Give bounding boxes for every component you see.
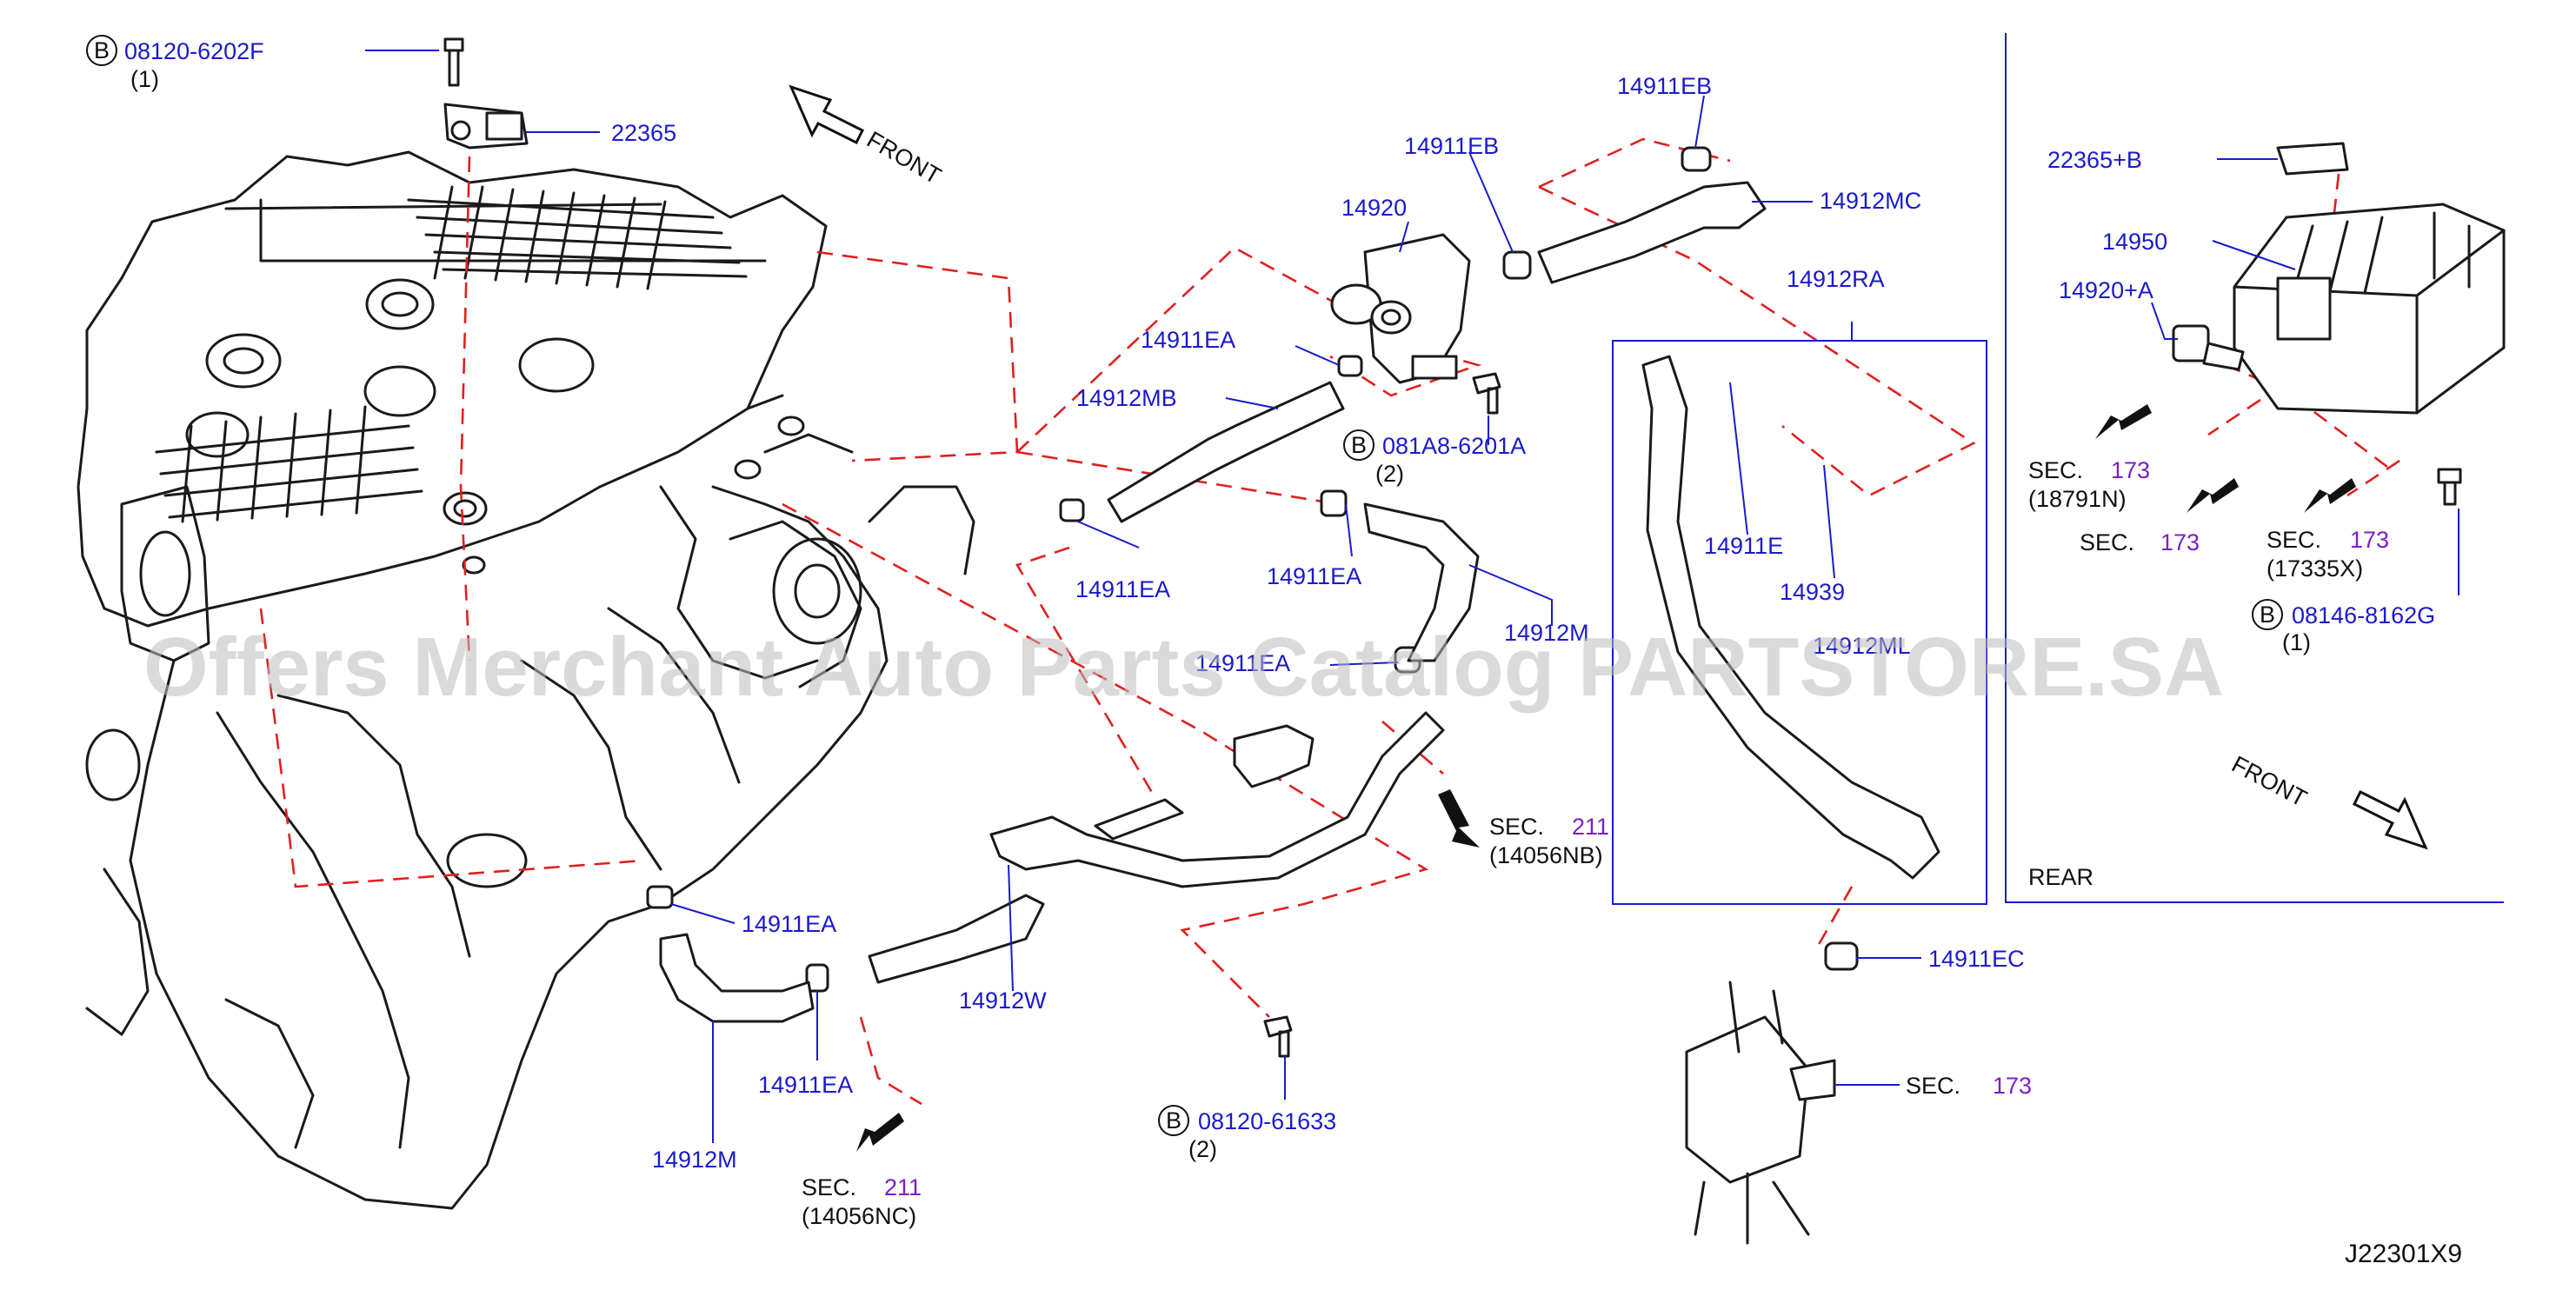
arrow-icon [856, 1113, 904, 1152]
label-clamp-eb-top[interactable]: 14911EB [1617, 73, 1712, 99]
label-bolt-right[interactable]: 08146-8162G [2292, 602, 2435, 628]
label-valve-a[interactable]: 14920+A [2059, 277, 2153, 303]
watermark: Offers Merchant Auto Parts Catalog PARTS… [143, 621, 2224, 714]
arrow-icon [2095, 404, 2152, 439]
label-sec-173-r1-num[interactable]: 173 [2111, 457, 2150, 483]
label-front-right: FRONT [2227, 751, 2311, 812]
label-clamp-ec[interactable]: 14911EC [1928, 946, 2025, 972]
b-marker-circle [1158, 1105, 1189, 1136]
label-hose-mc[interactable]: 14912MC [1820, 188, 1921, 214]
label-sec-173-r3: SEC. [2266, 527, 2321, 553]
label-sec-211-a-num[interactable]: 211 [1572, 814, 1609, 840]
label-clamp-eb[interactable]: 14911EB [1404, 133, 1499, 159]
label-sec-173-r2: SEC. [2080, 529, 2134, 555]
label-sec-173-r3-ref: (17335X) [2266, 555, 2363, 582]
label-bolt-mid[interactable]: 081A8-6201A [1382, 433, 1526, 459]
label-sensor[interactable]: 22365 [611, 120, 676, 146]
label-sec-211-a-ref: (14056NB) [1489, 842, 1603, 868]
b-markers: B B B B [86, 35, 2283, 1136]
label-sec-211-b-ref: (14056NC) [802, 1203, 916, 1229]
label-hose-m[interactable]: 14912M [652, 1147, 737, 1173]
label-front-left: FRONT [862, 126, 946, 189]
b-marker: B [2260, 602, 2275, 628]
label-rear: REAR [2028, 864, 2093, 890]
label-sec-173-mid-num[interactable]: 173 [1993, 1073, 2032, 1099]
label-bolt-top-qty: (1) [130, 66, 159, 92]
label-bolt-mid-qty: (2) [1375, 461, 1404, 487]
label-clamp-ea-3[interactable]: 14911EA [1267, 563, 1361, 589]
label-sec-173-r1-ref: (18791N) [2028, 486, 2127, 512]
parts [443, 37, 2506, 1245]
label-sec-173-r3-num[interactable]: 173 [2350, 527, 2389, 553]
label-clamp-ea-5[interactable]: 14911EA [742, 911, 836, 937]
arrow-icon [2187, 478, 2239, 513]
engine-illustration [77, 150, 975, 1210]
label-sec-211-b: SEC. [802, 1174, 856, 1200]
b-marker-circle [86, 35, 117, 66]
label-drawing-number: J22301X9 [2345, 1240, 2462, 1268]
label-sec-211-a: SEC. [1489, 814, 1544, 840]
right-panel-frame [2005, 33, 2504, 903]
b-marker: B [1166, 1107, 1181, 1134]
arrows [789, 84, 2428, 1152]
arrow-icon [2352, 789, 2428, 850]
label-clamp-ea-2[interactable]: 14911EA [1075, 576, 1170, 602]
label-sec-173-r2-num[interactable]: 173 [2160, 529, 2200, 555]
label-hose-mb[interactable]: 14912MB [1076, 385, 1177, 411]
arrow-icon [2304, 478, 2356, 513]
b-marker-circle [1343, 429, 1375, 461]
label-canister[interactable]: 14950 [2102, 229, 2167, 255]
label-bolt-right-qty: (1) [2282, 629, 2311, 655]
arrow-icon [1438, 789, 1480, 848]
label-clamp-ea-4[interactable]: 14911EA [1195, 650, 1290, 676]
b-marker: B [94, 37, 110, 63]
label-hose-m-partial[interactable]: 14912M [1504, 620, 1589, 646]
label-bolt-top[interactable]: 08120-6202F [124, 38, 264, 64]
label-sec-173-mid: SEC. [1906, 1073, 1960, 1099]
b-marker: B [1351, 432, 1367, 458]
label-clamp-ea-6[interactable]: 14911EA [758, 1072, 853, 1098]
label-bolt-bottom[interactable]: 08120-61633 [1198, 1108, 1336, 1134]
label-clamp-e[interactable]: 14911E [1704, 533, 1783, 559]
leader-lines [365, 50, 2460, 1143]
label-sec-173-r1: SEC. [2028, 457, 2083, 483]
label-clamp-ea-1[interactable]: 14911EA [1141, 327, 1235, 353]
label-hose-ra[interactable]: 14912RA [1787, 266, 1885, 292]
label-sensor-b[interactable]: 22365+B [2047, 147, 2142, 173]
label-tube-w[interactable]: 14912W [959, 987, 1047, 1014]
label-filter[interactable]: 14939 [1780, 579, 1845, 605]
label-valve[interactable]: 14920 [1341, 195, 1407, 221]
b-marker-circle [2252, 599, 2283, 630]
label-sec-211-b-num[interactable]: 211 [884, 1174, 922, 1200]
label-hose-ml-partial[interactable]: 14912ML [1813, 633, 1911, 659]
arrow-icon [789, 84, 865, 145]
label-bolt-bottom-qty: (2) [1188, 1136, 1217, 1162]
